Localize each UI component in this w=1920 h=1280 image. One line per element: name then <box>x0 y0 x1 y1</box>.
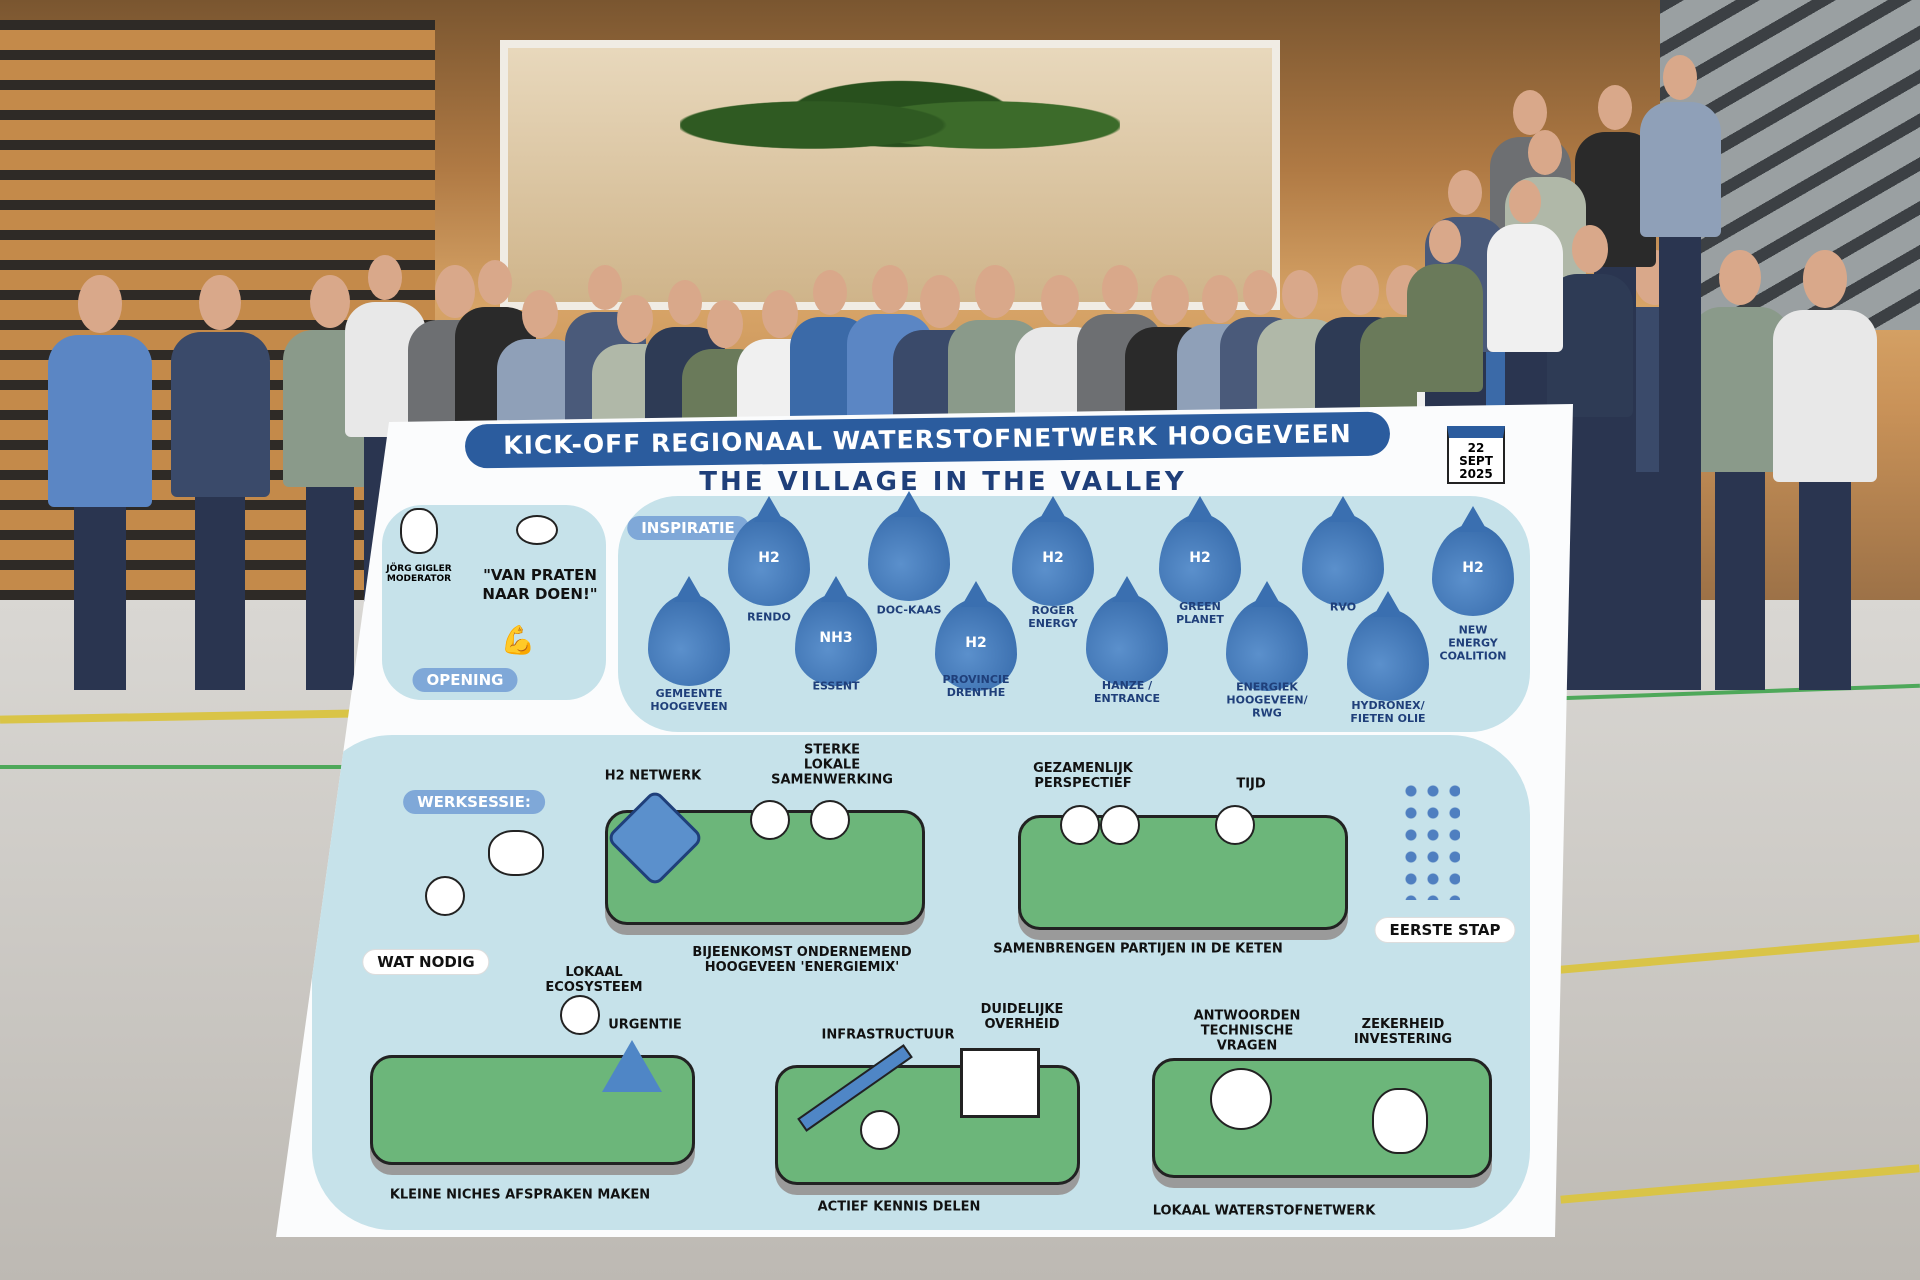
werksessie-note: H2 NETWERK <box>604 768 702 784</box>
calendar-icon: 22 SEPT 2025 <box>1447 426 1505 484</box>
werksessie-note: KLEINE NICHES AFSPRAKEN MAKEN <box>389 1187 651 1203</box>
inspiratie-drop-label: ENERGIEK HOOGEVEEN/ RWG <box>1226 680 1308 720</box>
flexed-arm-icon: 💪 <box>500 623 536 657</box>
werksessie-note: GEZAMENLIJK PERSPECTIEF <box>1033 761 1133 791</box>
nh3-cloud-icon: NH3 <box>795 576 877 686</box>
inspiratie-drop-label: DOC-KAAS <box>876 603 942 617</box>
werksessie-note: LOKAAL WATERSTOFNETWERK <box>1152 1203 1376 1219</box>
werksessie-note: ZEKERHEID INVESTERING <box>1353 1017 1453 1047</box>
tanks-icon <box>868 491 950 601</box>
h2-network-icon: H2 <box>728 496 810 606</box>
werksessie-note: STERKE LOKALE SAMENWERKING <box>771 742 893 788</box>
warning-triangle-icon <box>602 1040 662 1092</box>
inspiratie-label: INSPIRATIE <box>627 516 749 540</box>
werksessie-note: TIJD <box>1236 776 1266 792</box>
graduate-icon <box>1086 576 1168 686</box>
figure-icon <box>560 995 600 1035</box>
poster-subtitle: THE VILLAGE IN THE VALLEY <box>699 467 1187 497</box>
money-bag-icon <box>1372 1088 1428 1154</box>
floor-line <box>0 765 360 769</box>
eerste-stap-label: EERSTE STAP <box>1374 917 1516 943</box>
inspiratie-drop-label: HANZE / ENTRANCE <box>1094 679 1160 705</box>
werksessie-note: LOKAAL ECOSYSTEEM <box>545 965 643 995</box>
werksessie-note: INFRASTRUCTUUR <box>821 1027 955 1043</box>
thought-cloud-icon <box>488 830 544 876</box>
road-solar-icon <box>1226 581 1308 691</box>
inspiratie-drop-label: NEW ENERGY COALITION <box>1439 623 1507 663</box>
drop-text: H2 <box>1042 550 1064 566</box>
plant-planter <box>680 70 1120 180</box>
werksessie-note: ACTIEF KENNIS DELEN <box>817 1199 981 1215</box>
inspiratie-drop-label: GEMEENTE HOOGEVEEN <box>650 687 728 713</box>
inspiratie-drop-label: HYDRONEX/ FIETEN OLIE <box>1350 699 1426 725</box>
question-gear-icon <box>1210 1068 1272 1130</box>
poster-title: KICK-OFF REGIONAAL WATERSTOFNETWERK HOOG… <box>464 411 1391 469</box>
werksessie-note: BIJEENKOMST ONDERNEMEND HOOGEVEEN 'ENERG… <box>692 945 912 975</box>
drop-text: H2 <box>1462 560 1484 576</box>
government-building-icon <box>960 1048 1040 1118</box>
footsteps-icon <box>1400 780 1460 900</box>
inspiratie-drop-label: PROVINCIE DRENTHE <box>942 673 1010 699</box>
werksessie-note: URGENTIE <box>608 1017 682 1033</box>
inspiratie-drop-label: RENDO <box>747 610 791 624</box>
container-icon: H2 <box>1012 496 1094 606</box>
inspiratie-drop-label: ESSENT <box>812 679 860 693</box>
inspiratie-drop-label: ROGER ENERGY <box>1028 604 1078 630</box>
speech-bubble-icon <box>516 515 558 545</box>
figure-icon <box>810 800 850 840</box>
document-icon <box>1302 496 1384 606</box>
cycle-icon: H2 <box>1432 506 1514 616</box>
drop-text: H2 <box>758 550 780 566</box>
thinking-figure-icon <box>425 876 465 916</box>
wat-nodig-label: WAT NODIG <box>362 949 490 975</box>
lightning-drop-icon <box>648 576 730 686</box>
werksessie-label: WERKSESSIE: <box>403 790 545 814</box>
inspiratie-drop-label: RVO <box>1329 600 1357 614</box>
opening-label: OPENING <box>412 668 518 692</box>
figure-icon <box>1215 805 1255 845</box>
werksessie-note: DUIDELIJKE OVERHEID <box>980 1002 1064 1032</box>
figure-icon <box>750 800 790 840</box>
truck-icon: H2 <box>1159 496 1241 606</box>
figure-icon <box>1100 805 1140 845</box>
moderator-label: JÖRG GIGLER MODERATOR <box>386 564 452 584</box>
werksessie-note: SAMENBRENGEN PARTIJEN IN DE KETEN <box>993 941 1283 957</box>
drop-text: H2 <box>965 635 987 651</box>
drop-text: H2 <box>1189 550 1211 566</box>
puzzle-piece <box>1152 1058 1492 1178</box>
battery-icon <box>1347 591 1429 701</box>
opening-quote: "VAN PRATEN NAAR DOEN!" <box>482 566 598 603</box>
inspiratie-drop-label: GREEN PLANET <box>1176 600 1224 626</box>
figure-icon <box>1060 805 1100 845</box>
figure-icon <box>860 1110 900 1150</box>
moderator-portrait-icon <box>400 508 438 554</box>
werksessie-note: ANTWOORDEN TECHNISCHE VRAGEN <box>1193 1008 1301 1054</box>
drop-text: NH3 <box>819 630 853 646</box>
province-map-icon: H2 <box>935 581 1017 691</box>
